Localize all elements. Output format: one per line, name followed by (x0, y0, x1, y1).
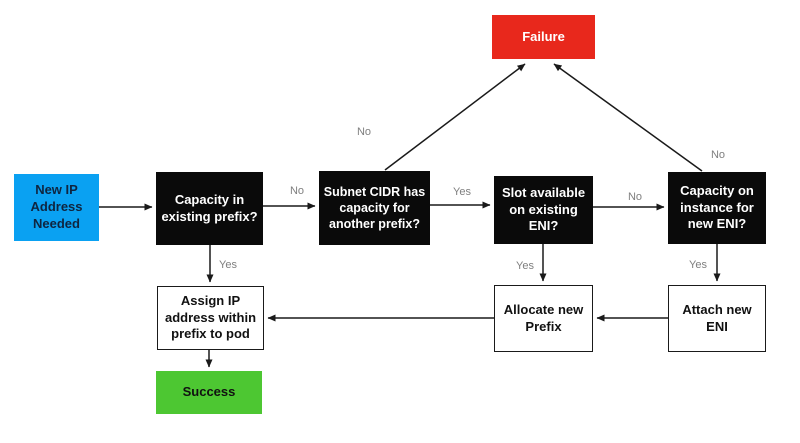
node-assign-ip-to-pod: Assign IP address within prefix to pod (157, 286, 264, 350)
node-attach-new-eni: Attach new ENI (668, 285, 766, 352)
node-capacity-in-existing-prefix: Capacity in existing prefix? (156, 172, 263, 245)
edge-label-slot-eni-no: No (627, 191, 643, 203)
edge-label-capacity-eni-no: No (710, 149, 726, 161)
edge-label-capacity-eni-yes: Yes (689, 259, 707, 271)
node-subnet-cidr-capacity: Subnet CIDR has capacity for another pre… (319, 171, 430, 245)
edge-label-capacity-prefix-yes: Yes (219, 259, 237, 271)
node-failure: Failure (492, 15, 595, 59)
edge-label-capacity-prefix-no: No (289, 185, 305, 197)
node-success: Success (156, 371, 262, 414)
edge-label-subnet-cidr-yes: Yes (453, 186, 471, 198)
edge-label-slot-eni-yes: Yes (516, 260, 534, 272)
node-capacity-for-new-eni: Capacity on instance for new ENI? (668, 172, 766, 244)
node-slot-available-existing-eni: Slot available on existing ENI? (494, 176, 593, 244)
node-allocate-new-prefix: Allocate new Prefix (494, 285, 593, 352)
edge-label-subnet-cidr-no: No (356, 126, 372, 138)
node-new-ip-address-needed: New IP Address Needed (14, 174, 99, 241)
